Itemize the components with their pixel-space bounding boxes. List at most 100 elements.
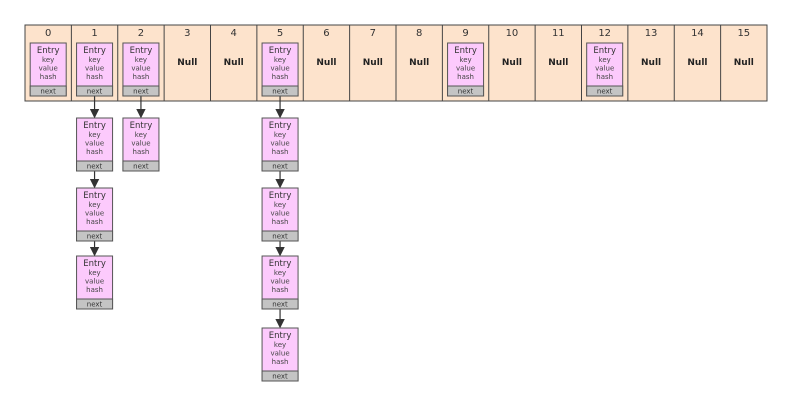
entry-field-value: value xyxy=(271,210,290,218)
entry-title: Entry xyxy=(83,259,106,269)
next-label: next xyxy=(87,88,103,96)
next-pointer-box xyxy=(447,85,485,97)
entry-title: Entry xyxy=(37,46,60,56)
entry-field-hash: hash xyxy=(457,73,474,81)
entry-field-hash: hash xyxy=(40,73,57,81)
bucket-index-label: 13 xyxy=(645,28,658,39)
next-pointer-box xyxy=(261,298,299,310)
entry-field-value: value xyxy=(271,140,290,148)
entry-field-value: value xyxy=(131,65,150,73)
entry-field-hash: hash xyxy=(596,73,613,81)
bucket-index-label: 8 xyxy=(416,28,422,39)
bucket-index-label: 7 xyxy=(370,28,376,39)
entry-field-value: value xyxy=(271,278,290,286)
null-label: Null xyxy=(687,58,707,68)
null-label: Null xyxy=(641,58,661,68)
entry-field-key: key xyxy=(459,56,471,64)
entry-field-hash: hash xyxy=(272,286,289,294)
next-label: next xyxy=(597,88,613,96)
next-label: next xyxy=(272,373,288,381)
bucket-index-label: 14 xyxy=(691,28,704,39)
entry-field-value: value xyxy=(456,65,475,73)
next-pointer-box xyxy=(29,85,67,97)
null-label: Null xyxy=(409,58,429,68)
next-pointer-box xyxy=(76,298,114,310)
next-label: next xyxy=(272,88,288,96)
bucket-index-label: 1 xyxy=(91,28,97,39)
next-label: next xyxy=(40,88,56,96)
bucket-index-label: 3 xyxy=(184,28,190,39)
entry-field-key: key xyxy=(42,56,54,64)
entry-title: Entry xyxy=(83,46,106,56)
entry-field-key: key xyxy=(599,56,611,64)
next-label: next xyxy=(458,88,474,96)
entry-field-value: value xyxy=(131,140,150,148)
entry-field-key: key xyxy=(88,131,100,139)
entry-field-key: key xyxy=(88,56,100,64)
entry-title: Entry xyxy=(130,46,153,56)
next-pointer-box xyxy=(122,85,160,97)
next-label: next xyxy=(272,301,288,309)
entry-field-value: value xyxy=(595,65,614,73)
entry-field-hash: hash xyxy=(272,73,289,81)
next-pointer-box xyxy=(261,230,299,242)
entry-field-key: key xyxy=(274,56,286,64)
next-label: next xyxy=(133,163,149,171)
entry-field-hash: hash xyxy=(86,286,103,294)
entry-field-value: value xyxy=(271,65,290,73)
next-label: next xyxy=(87,301,103,309)
bucket-index-label: 12 xyxy=(598,28,611,39)
null-label: Null xyxy=(177,58,197,68)
entry-title: Entry xyxy=(269,331,292,341)
entry-field-hash: hash xyxy=(86,218,103,226)
next-pointer-box xyxy=(76,160,114,172)
entry-field-key: key xyxy=(274,341,286,349)
entry-field-value: value xyxy=(85,65,104,73)
next-label: next xyxy=(272,163,288,171)
null-label: Null xyxy=(734,58,754,68)
entry-field-value: value xyxy=(85,210,104,218)
bucket-index-label: 6 xyxy=(323,28,329,39)
next-pointer-box xyxy=(76,230,114,242)
bucket-index-label: 15 xyxy=(737,28,750,39)
bucket-index-label: 4 xyxy=(231,28,237,39)
next-pointer-box xyxy=(122,160,160,172)
null-label: Null xyxy=(502,58,522,68)
bucket-index-label: 11 xyxy=(552,28,565,39)
null-label: Null xyxy=(224,58,244,68)
entry-field-hash: hash xyxy=(86,148,103,156)
null-label: Null xyxy=(548,58,568,68)
entry-field-hash: hash xyxy=(272,358,289,366)
null-label: Null xyxy=(363,58,383,68)
entry-title: Entry xyxy=(593,46,616,56)
entry-title: Entry xyxy=(83,191,106,201)
entry-title: Entry xyxy=(269,46,292,56)
entry-field-key: key xyxy=(274,201,286,209)
entry-field-key: key xyxy=(88,269,100,277)
null-label: Null xyxy=(316,58,336,68)
entry-field-hash: hash xyxy=(133,148,150,156)
entry-field-key: key xyxy=(135,56,147,64)
entry-field-value: value xyxy=(39,65,58,73)
bucket-index-label: 10 xyxy=(506,28,519,39)
entry-field-key: key xyxy=(274,269,286,277)
entry-field-hash: hash xyxy=(86,73,103,81)
entry-field-key: key xyxy=(274,131,286,139)
next-label: next xyxy=(87,233,103,241)
entry-title: Entry xyxy=(269,191,292,201)
entry-title: Entry xyxy=(130,121,153,131)
